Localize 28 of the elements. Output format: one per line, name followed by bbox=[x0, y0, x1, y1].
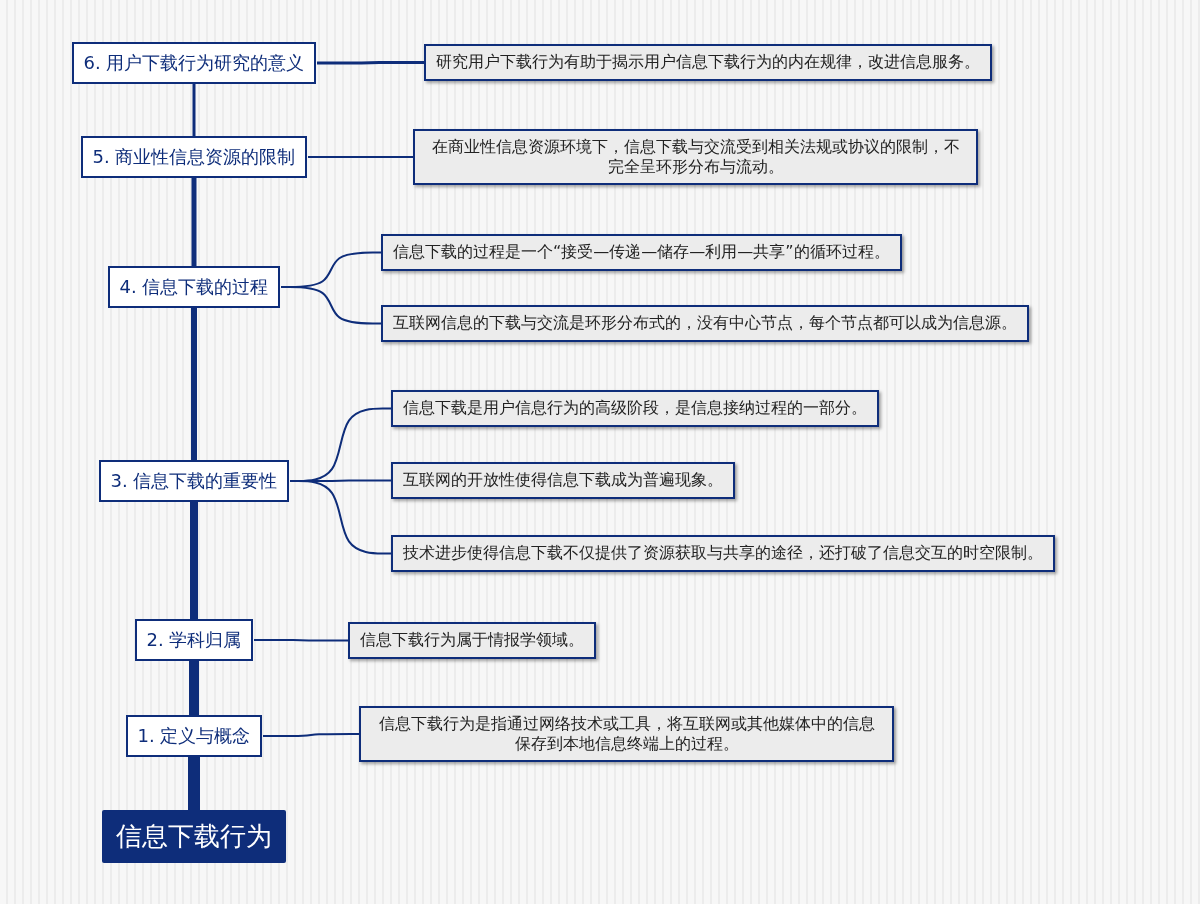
branch-topic-box: 2. 学科归属 bbox=[134, 619, 254, 661]
connector-line bbox=[253, 639, 349, 642]
connector-line bbox=[192, 84, 196, 136]
connector-line bbox=[191, 308, 197, 460]
connector-line bbox=[191, 178, 197, 266]
note-box: 在商业性信息资源环境下，信息下载与交流受到相关法规或协议的限制，不完全呈环形分布与流动。 bbox=[413, 129, 978, 185]
note-box: 互联网的开放性使得信息下载成为普遍现象。 bbox=[391, 461, 735, 499]
connector-line bbox=[307, 156, 414, 158]
connector-line bbox=[317, 61, 424, 65]
note-box: 技术进步使得信息下载不仅提供了资源获取与共享的途径，还打破了信息交互的时空限制。 bbox=[391, 534, 1055, 572]
branch-topic-box: 3. 信息下载的重要性 bbox=[98, 460, 290, 502]
connector-line bbox=[190, 502, 198, 619]
note-box: 互联网信息的下载与交流是环形分布式的，没有中心节点，每个节点都可以成为信息源。 bbox=[381, 304, 1029, 342]
connector-line bbox=[289, 480, 392, 555]
connector-line bbox=[188, 757, 200, 810]
branch-topic-box: 6. 用户下载行为研究的意义 bbox=[71, 42, 317, 84]
root-topic-box: 信息下载行为 bbox=[102, 809, 286, 863]
note-box: 信息下载是用户信息行为的高级阶段，是信息接纳过程的一部分。 bbox=[391, 389, 879, 427]
connector-line bbox=[189, 661, 199, 715]
note-box: 信息下载行为属于情报学领域。 bbox=[348, 621, 596, 659]
note-box: 研究用户下载行为有助于揭示用户信息下载行为的内在规律，改进信息服务。 bbox=[424, 43, 992, 81]
branch-topic-box: 1. 定义与概念 bbox=[125, 715, 263, 757]
note-box: 信息下载行为是指通过网络技术或工具，将互联网或其他媒体中的信息保存到本地信息终端上的过程。 bbox=[359, 706, 894, 762]
connector-line bbox=[262, 733, 360, 737]
connector-line bbox=[280, 286, 382, 325]
branch-topic-box: 5. 商业性信息资源的限制 bbox=[80, 136, 308, 178]
note-box: 信息下载的过程是一个“接受—传递—储存—利用—共享”的循环过程。 bbox=[381, 233, 902, 271]
branch-topic-box: 4. 信息下载的过程 bbox=[107, 266, 281, 308]
